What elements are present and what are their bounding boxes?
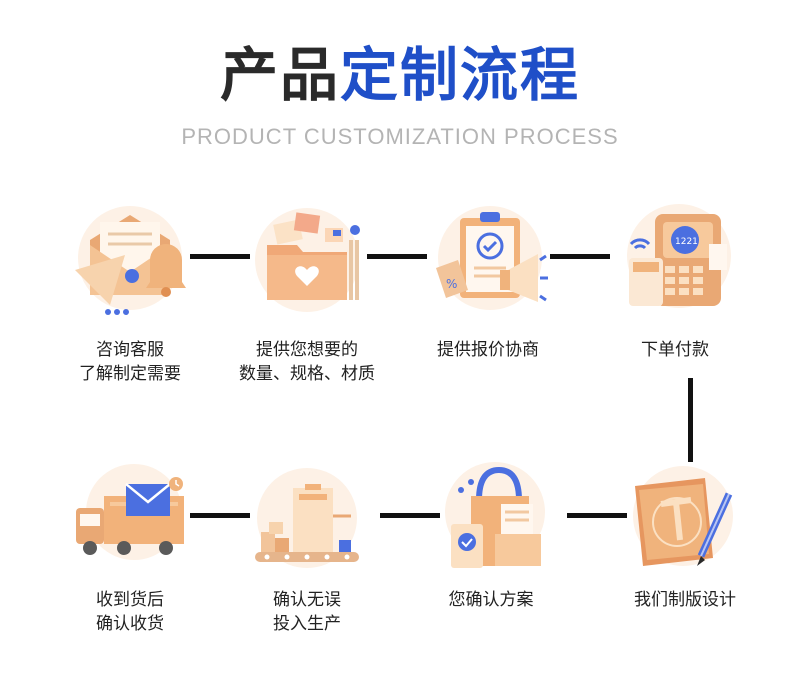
step-design-label: 我们制版设计 xyxy=(600,588,770,612)
step-delivery-line-1: 收到货后 xyxy=(96,590,164,610)
title-part-2: 定制流程 xyxy=(340,41,581,109)
production-line-icon xyxy=(255,468,359,568)
envelope-bell-icon xyxy=(75,206,186,315)
step-quote-line-1: 提供报价协商 xyxy=(437,340,539,360)
svg-text:1221: 1221 xyxy=(675,237,698,247)
step-consult-label: 咨询客服 了解制定需要 xyxy=(45,338,215,386)
step-quote-label: 提供报价协商 xyxy=(403,338,573,362)
step-design-line-1: 我们制版设计 xyxy=(634,590,736,610)
title-part-1: 产品 xyxy=(219,41,340,109)
clipboard-megaphone-icon: % xyxy=(436,206,548,310)
connector-3-4 xyxy=(550,254,610,259)
connector-7-8 xyxy=(190,513,250,518)
delivery-truck-icon xyxy=(76,464,184,560)
connector-4-5 xyxy=(688,378,693,462)
connector-2-3 xyxy=(367,254,427,259)
step-payment-label: 下单付款 xyxy=(590,338,760,362)
step-production-line-1: 确认无误 xyxy=(273,590,341,610)
blueprint-pen-icon xyxy=(633,466,733,566)
connector-5-6 xyxy=(567,513,627,518)
svg-text:%: % xyxy=(446,277,457,291)
folder-photos-icon xyxy=(255,208,360,312)
step-consult-line-1: 咨询客服 xyxy=(96,340,164,360)
connector-6-7 xyxy=(380,513,440,518)
step-payment-line-1: 下单付款 xyxy=(641,340,709,360)
step-delivery-label: 收到货后 确认收货 xyxy=(45,588,215,636)
step-production-line-2: 投入生产 xyxy=(273,614,341,634)
step-production-label: 确认无误 投入生产 xyxy=(222,588,392,636)
step-provide-specs-line-1: 提供您想要的 xyxy=(256,340,358,360)
step-delivery-line-2: 确认收货 xyxy=(96,614,164,634)
page-subtitle: PRODUCT CUSTOMIZATION PROCESS xyxy=(181,124,619,149)
step-provide-specs-label: 提供您想要的 数量、规格、材质 xyxy=(222,338,392,386)
page-title: 产品定制流程 xyxy=(0,40,800,110)
step-confirm-plan-label: 您确认方案 xyxy=(406,588,576,612)
pos-terminal-icon: 1221 xyxy=(627,204,731,308)
step-provide-specs-line-2: 数量、规格、材质 xyxy=(239,364,375,384)
step-confirm-plan-line-1: 您确认方案 xyxy=(448,590,534,610)
connector-1-2 xyxy=(190,254,250,259)
shopping-bag-doc-icon xyxy=(445,462,545,568)
step-consult-line-2: 了解制定需要 xyxy=(79,364,181,384)
